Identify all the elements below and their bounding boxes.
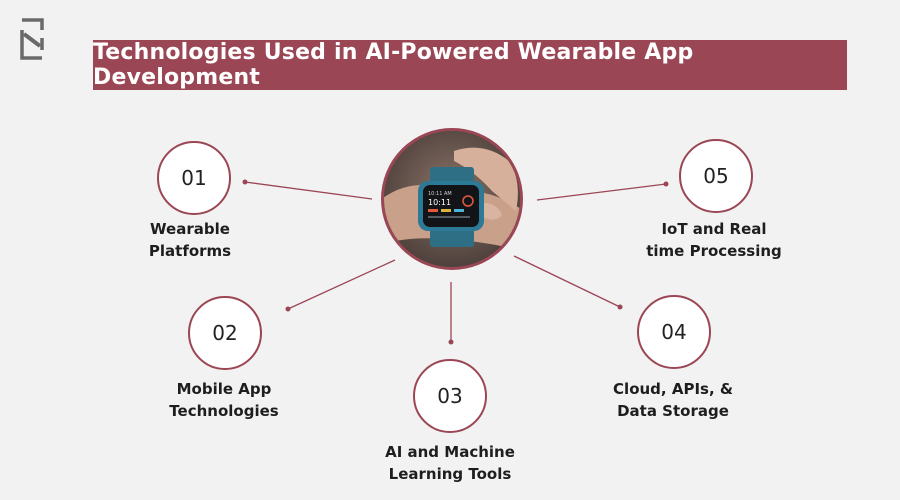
node-02: 02 [188,296,262,370]
node-label-line: Technologies [169,402,279,420]
connector-05 [536,183,667,201]
connector-04-dot [617,304,623,310]
node-label-line: AI and Machine [385,443,515,461]
node-04: 04 [637,295,711,369]
node-05: 05 [679,139,753,213]
title-banner: Technologies Used in AI-Powered Wearable… [93,40,847,90]
node-03: 03 [413,359,487,433]
node-label-cloud-apis-data-storage: Cloud, APIs, & Data Storage [563,378,783,422]
node-number: 03 [437,384,463,408]
node-label-line: Data Storage [617,402,729,420]
connector-05-dot [663,181,669,187]
smartwatch-icon: 10:11 AM 10:11 [384,131,520,267]
node-number: 02 [212,321,238,345]
node-label-wearable-platforms: Wearable Platforms [80,218,300,262]
node-label-line: Wearable [150,220,230,238]
brand-logo-icon [20,18,44,60]
node-label-line: time Processing [646,242,782,260]
connector-02-dot [285,306,291,312]
node-number: 01 [181,166,207,190]
svg-text:10:11: 10:11 [428,198,451,207]
connector-01-dot [242,179,248,185]
hub-smartwatch-image: 10:11 AM 10:11 [381,128,523,270]
connector-01 [244,181,373,200]
node-label-line: Mobile App [176,380,272,398]
node-label-line: Cloud, APIs, & [613,380,733,398]
node-number: 04 [661,320,687,344]
node-label-mobile-app-technologies: Mobile App Technologies [114,378,334,422]
node-label-ai-ml-tools: AI and Machine Learning Tools [340,441,560,485]
connector-02 [287,259,396,310]
node-label-line: Learning Tools [388,465,512,483]
page-title: Technologies Used in AI-Powered Wearable… [93,40,694,90]
node-01: 01 [157,141,231,215]
connector-04 [513,255,621,308]
node-label-line: Platforms [148,242,232,260]
node-label-line: IoT and Real [661,220,767,238]
node-number: 05 [703,164,729,188]
svg-text:10:11 AM: 10:11 AM [428,191,452,197]
node-label-iot-real-time-processing: IoT and Real time Processing [604,218,824,262]
connector-03-dot [448,339,454,345]
